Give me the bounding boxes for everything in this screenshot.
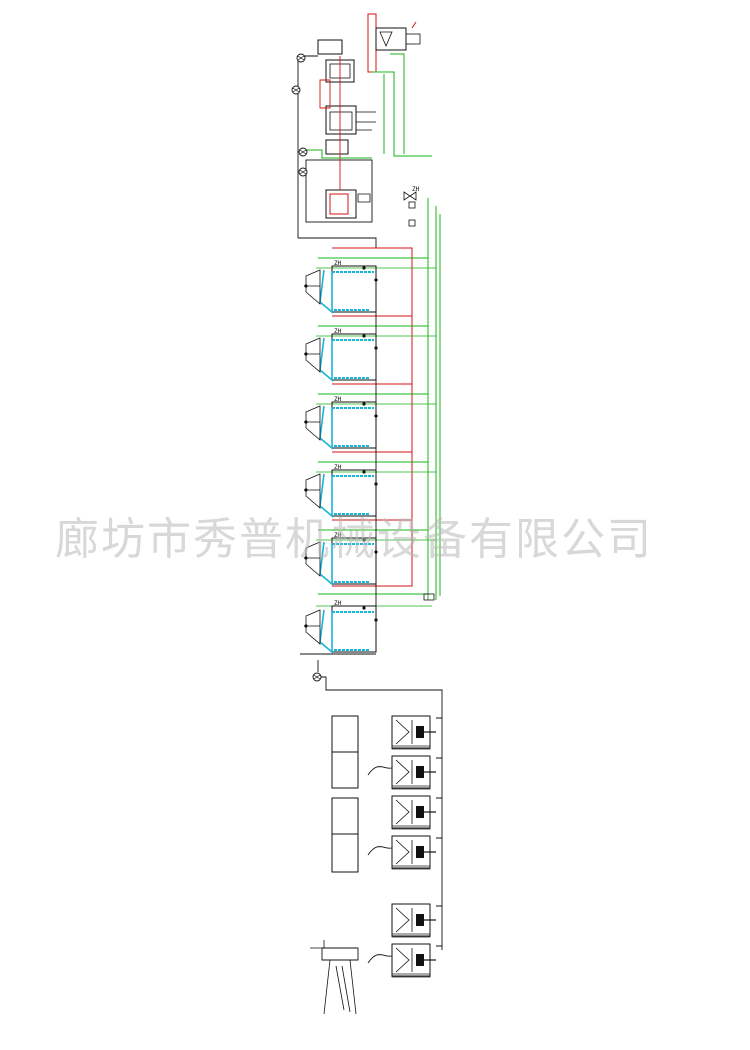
- fan-icon: [298, 147, 308, 157]
- mixer-icon: [391, 943, 437, 978]
- pump-icon: [312, 672, 322, 682]
- tank-column: ZH ZH ZH: [300, 198, 443, 950]
- fan-icon: [291, 85, 301, 95]
- mixer-icon: [391, 903, 437, 938]
- zh-label: ZH: [334, 260, 342, 267]
- top-treatment-section: ZH: [291, 13, 432, 248]
- tank-unit-6: ZH: [304, 600, 378, 654]
- tank-unit-3: ZH: [304, 396, 378, 450]
- fan-icon: [296, 53, 306, 63]
- mixer-icon: [391, 835, 437, 870]
- mixer-icon: [391, 755, 437, 790]
- zh-label: ZH: [334, 532, 342, 539]
- tank-unit-1: ZH: [304, 260, 378, 314]
- zh-label: ZH: [334, 328, 342, 335]
- valve-icon: [403, 191, 417, 227]
- tank-unit-5: ZH: [304, 532, 378, 586]
- mixer-icon: [391, 795, 437, 830]
- zh-label: ZH: [334, 396, 342, 403]
- zh-label: ZH: [334, 464, 342, 471]
- zh-label: ZH: [334, 600, 342, 607]
- zh-label: ZH: [412, 186, 420, 193]
- fan-icon: [298, 167, 308, 177]
- conveyor-icon: [310, 940, 359, 1015]
- bottom-machine-section: [310, 715, 442, 1015]
- mixer-icon: [391, 715, 437, 750]
